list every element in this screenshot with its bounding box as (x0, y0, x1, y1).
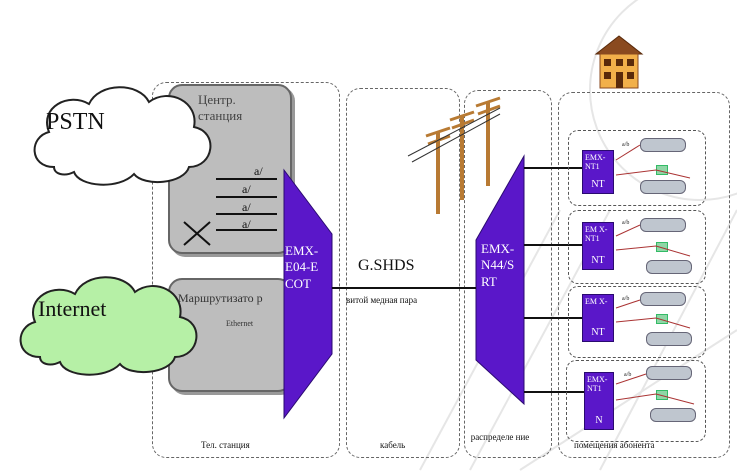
gshds-label: G.SHDS (358, 257, 415, 274)
phone-device-icon (640, 138, 686, 152)
emx-e04-label: EMX-E04-E COT (285, 243, 319, 291)
phone-device-icon (646, 366, 692, 380)
central-station-label: Центр. станция (198, 92, 243, 124)
subscriber-box-2 (568, 210, 706, 284)
emx-n44-label: EMX-N44/S RT (481, 241, 515, 289)
wire-label: a/b (622, 296, 630, 302)
bottom-label-subscriber: помещения абонента (574, 440, 655, 450)
wire-label: a/b (622, 220, 630, 226)
nt-unit-2-bottom: NT (591, 255, 605, 266)
router-sub-label: Ethernet (226, 319, 254, 328)
nt-unit-4-bottom: N (595, 415, 603, 426)
nt-unit-1: EMX-NT1 NT (582, 150, 614, 194)
subscriber-region (558, 92, 730, 458)
phone-device-icon (646, 332, 692, 346)
port-label-3: а/ (242, 200, 251, 214)
nt-unit-4: EMX-NT1 N (584, 372, 614, 430)
emx-e04-shape (283, 168, 333, 420)
bottom-label-distribution: распределе ние (470, 432, 530, 442)
internet-label: Internet (38, 296, 107, 321)
nt-unit-1-label: EMX-NT1 (585, 153, 606, 171)
station-region (152, 82, 340, 458)
computer-icon (656, 314, 668, 324)
nt-unit-3-label: EM X- (585, 297, 608, 306)
phone-device-icon (640, 292, 686, 306)
pstn-cloud (33, 86, 212, 186)
port-label-2: а/ (242, 182, 251, 196)
nt-unit-2-label: EM X-NT1 (585, 225, 608, 243)
nt-unit-2: EM X-NT1 NT (582, 222, 614, 270)
cable-label: витой медная пара (346, 295, 418, 305)
computer-icon (656, 242, 668, 252)
subscriber-box-4 (566, 360, 706, 442)
emx-n44-shape (475, 154, 525, 406)
phone-device-icon (650, 408, 696, 422)
port-label-4: а/ (242, 217, 251, 231)
router-label: Маршрутизато р (178, 291, 263, 305)
wire-label: a/b (624, 372, 632, 378)
nt-unit-4-label: EMX-NT1 (587, 375, 608, 393)
nt-unit-1-bottom: NT (591, 179, 605, 190)
subscriber-box-1 (568, 130, 706, 206)
bottom-label-station: Тел. станция (201, 440, 250, 450)
phone-device-icon (646, 260, 692, 274)
port-label-1: а/ (254, 164, 263, 178)
distribution-region (464, 90, 552, 458)
phone-device-icon (640, 180, 686, 194)
internet-cloud (19, 276, 198, 376)
wire-label: a/b (622, 142, 630, 148)
bottom-label-cable: кабель (380, 440, 406, 450)
pstn-label: PSTN (46, 109, 105, 135)
house-icon (594, 35, 644, 89)
subscriber-box-3 (568, 286, 706, 358)
nt-unit-3-bottom: NT (591, 327, 605, 338)
nt-unit-3: EM X- NT (582, 294, 614, 342)
computer-icon (656, 390, 668, 400)
cable-region (346, 88, 460, 458)
phone-device-icon (640, 218, 686, 232)
